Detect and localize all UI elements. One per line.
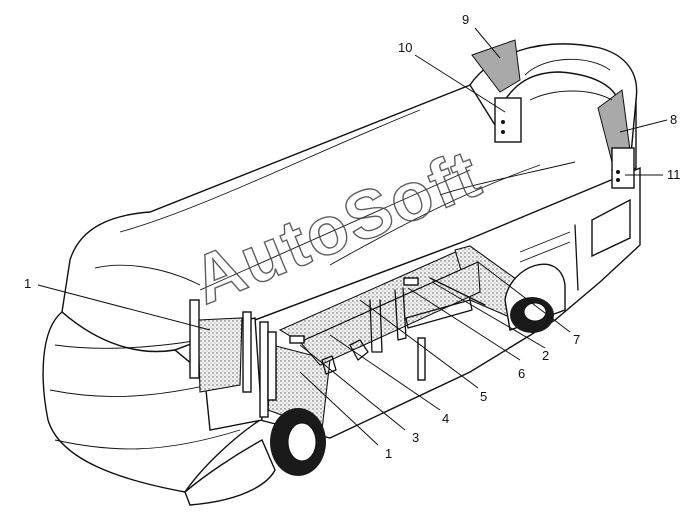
insulation-side-wall	[299, 261, 481, 366]
callout-4: 4	[442, 411, 449, 426]
bracket-11	[611, 147, 635, 189]
hatch-edge	[529, 90, 613, 101]
callout-10: 10	[398, 40, 412, 55]
front-wheel-group	[270, 408, 326, 476]
side-panel-seam	[574, 224, 579, 291]
front-rib	[54, 339, 201, 349]
rear-rim	[523, 302, 547, 322]
frame-post	[369, 299, 383, 353]
callout-1-top: 1	[24, 276, 31, 291]
clip	[289, 335, 305, 344]
grey-panel-9	[471, 39, 521, 93]
front-bumper	[184, 439, 276, 506]
roof-rib	[439, 161, 576, 196]
hatch-edge	[524, 58, 611, 76]
front-rib	[54, 429, 241, 450]
roof-rib	[329, 164, 541, 266]
callout-6: 6	[518, 366, 525, 381]
roof-rib	[119, 109, 421, 233]
open-side-section	[189, 245, 546, 431]
callout-5: 5	[480, 389, 487, 404]
pillar	[189, 299, 200, 379]
roof-rib	[199, 169, 471, 291]
callout-8: 8	[670, 112, 677, 127]
callout-numbers: 1 1 2 3 4 5 6 7 8 9 10 11	[24, 12, 681, 461]
rear-roof-opening	[469, 39, 638, 189]
front-rib	[94, 264, 201, 286]
frame-diagonal	[429, 277, 486, 306]
front-rim	[287, 422, 317, 462]
callout-3: 3	[412, 430, 419, 445]
callout-1-bottom: 1	[385, 446, 392, 461]
callout-9: 9	[462, 12, 469, 27]
rear-section	[504, 198, 631, 333]
clip	[403, 277, 419, 286]
pillar	[417, 337, 426, 381]
side-panel-line	[519, 241, 571, 263]
callout-11: 11	[667, 167, 681, 182]
frame-crossmember	[405, 299, 473, 329]
pillar	[242, 311, 252, 393]
frame-post	[394, 287, 407, 341]
bracket	[349, 339, 369, 361]
bracket	[321, 355, 337, 375]
callout-7: 7	[573, 332, 580, 347]
pillar	[259, 321, 269, 418]
callout-2: 2	[542, 348, 549, 363]
bracket-10	[494, 97, 522, 143]
leader-lines	[37, 27, 668, 446]
side-panel-line	[519, 231, 571, 253]
side-window	[591, 198, 631, 258]
pillar	[267, 331, 277, 401]
